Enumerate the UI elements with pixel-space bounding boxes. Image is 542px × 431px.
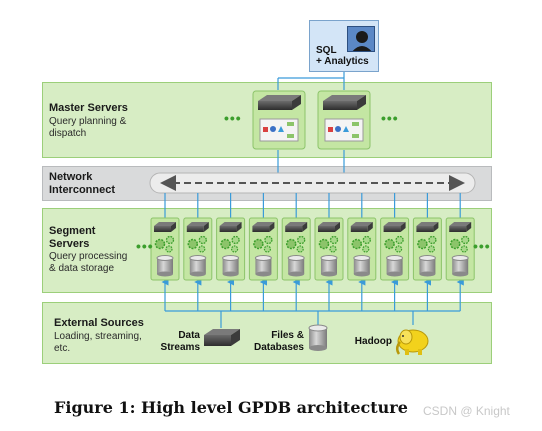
segment-title-line2: Servers [49, 238, 90, 250]
figure-caption: Figure 1: High level GPDB architecture [54, 398, 408, 417]
files-databases-icon [308, 324, 328, 351]
external-segment-links [161, 278, 464, 328]
external-sources-title: External Sources [54, 317, 144, 329]
segment-server-node [183, 217, 213, 281]
master-network-link [277, 150, 345, 175]
data-streams-line2: Streams [160, 342, 200, 353]
segment-more-dots-left: ••• [136, 238, 154, 254]
network-title-line1: Network [49, 171, 93, 183]
external-sub-line1: Loading, streaming, [54, 331, 142, 342]
watermark: CSDN @ Knight [423, 404, 510, 418]
network-interconnect-title: Network Interconnect [49, 171, 115, 197]
master-servers-title: Master Servers [49, 102, 128, 114]
segment-server-node [281, 217, 311, 281]
hadoop-elephant-icon [396, 329, 429, 355]
master-sub-line2: dispatch [49, 128, 87, 139]
segment-title-line1: Segment [49, 225, 96, 237]
segment-server-node [380, 217, 410, 281]
segment-server-node [314, 217, 344, 281]
user-avatar-icon [347, 26, 375, 52]
segment-server-node [347, 217, 377, 281]
files-databases-label: Files & Databases [248, 330, 304, 354]
segment-nodes [150, 217, 475, 281]
segment-network-links [164, 193, 461, 218]
segment-sub-line1: Query processing [49, 251, 128, 262]
data-streams-line1: Data [178, 330, 200, 341]
segment-server-node [216, 217, 246, 281]
sql-analytics-label: SQL + Analytics [316, 45, 369, 67]
segment-server-node [412, 217, 442, 281]
sql-analytics-client: SQL + Analytics [309, 20, 379, 72]
files-databases-line1: Files & [271, 330, 304, 341]
data-streams-icon [204, 329, 240, 346]
hadoop-label: Hadoop [348, 336, 392, 348]
segment-servers-subtitle: Query processing & data storage [49, 251, 127, 275]
network-title-line2: Interconnect [49, 184, 116, 196]
master-more-dots-right: ••• [381, 110, 399, 126]
segment-sub-line2: & data storage [49, 263, 115, 274]
data-streams-label: Data Streams [150, 330, 200, 354]
segment-server-node [248, 217, 278, 281]
sql-label-line1: SQL [316, 45, 337, 56]
master-server-2 [317, 90, 371, 150]
master-server-1 [252, 90, 306, 150]
segment-server-node [445, 217, 475, 281]
network-pipe [149, 172, 476, 194]
sql-label-line2: + Analytics [316, 56, 369, 67]
segment-server-node [150, 217, 180, 281]
external-sub-line2: etc. [54, 343, 71, 354]
segment-more-dots-right: ••• [473, 238, 491, 254]
master-more-dots-left: ••• [224, 110, 242, 126]
hadoop-line1: Hadoop [354, 336, 392, 347]
files-databases-line2: Databases [253, 342, 304, 353]
master-servers-subtitle: Query planning & dispatch [49, 116, 126, 140]
external-sources-subtitle: Loading, streaming, etc. [54, 331, 142, 355]
client-link [277, 72, 345, 90]
segment-servers-title: Segment Servers [49, 225, 95, 251]
master-sub-line1: Query planning & [49, 116, 127, 127]
